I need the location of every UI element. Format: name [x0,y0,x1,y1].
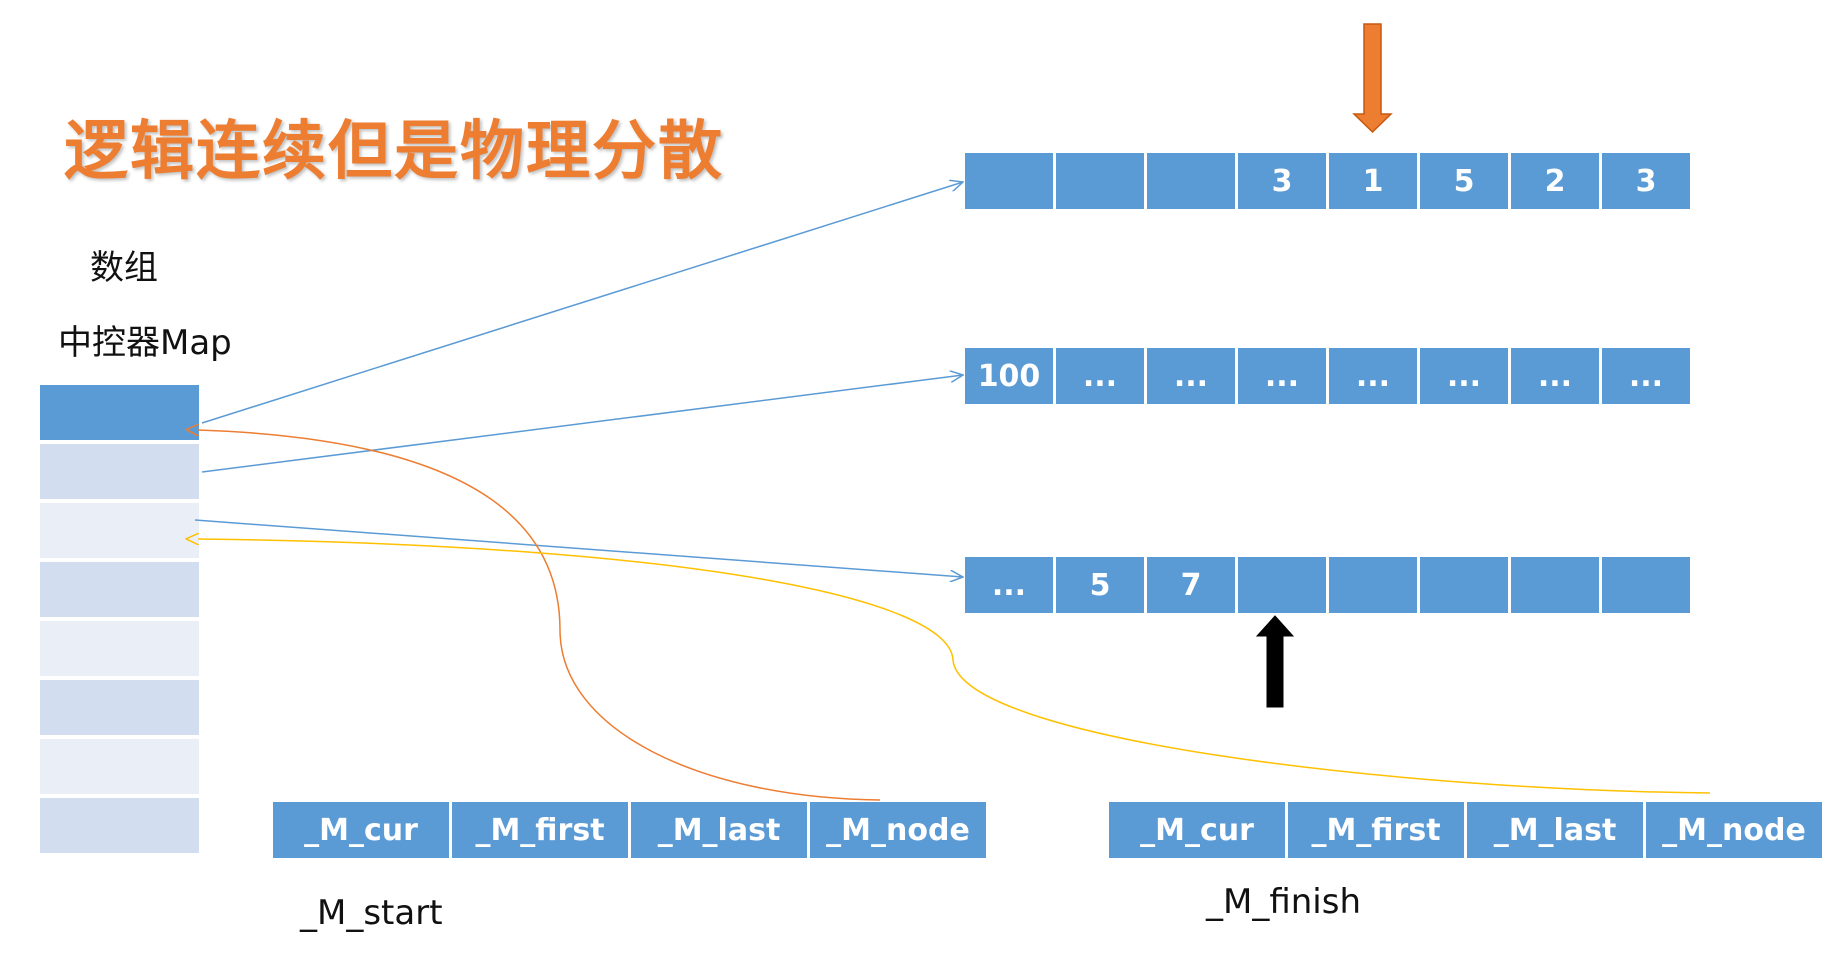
buffer-cell: 5 [1056,557,1144,613]
iterator-last: _M_last [1467,802,1643,858]
start-label: _M_start [300,893,443,933]
buffer-cell: ... [1329,348,1417,404]
buffer-cell: ... [1602,348,1690,404]
buffer-cell: 100 [965,348,1053,404]
buffer-cell: ... [1238,348,1326,404]
buffer-cell [1420,557,1508,613]
buffer-cell [1056,153,1144,209]
buffer-cell [1147,153,1235,209]
start-node-arrow [198,430,881,801]
buffer-cell: 1 [1329,153,1417,209]
buffer-cell: 3 [1238,153,1326,209]
orange-down-arrow [1352,23,1393,134]
map-cell [40,739,199,794]
black-up-arrow [1255,615,1295,708]
map-to-buffer-2-arrow [201,375,963,473]
finish-iterator: _M_cur _M_first _M_last _M_node [1109,802,1822,858]
page-title: 逻辑连续但是物理分散 [64,115,724,189]
buffer-row-2: 100 ... ... ... ... ... ... ... [965,348,1690,404]
buffer-cell: 5 [1420,153,1508,209]
iterator-node: _M_node [810,802,986,858]
buffer-row-1: 3 1 5 2 3 [965,153,1690,209]
buffer-cell: ... [965,557,1053,613]
buffer-cell [1238,557,1326,613]
buffer-cell: ... [1420,348,1508,404]
iterator-cur: _M_cur [1109,802,1285,858]
buffer-cell: ... [1056,348,1144,404]
buffer-cell [1329,557,1417,613]
finish-label: _M_finish [1206,882,1362,922]
map-cell [40,503,199,558]
iterator-first: _M_first [452,802,628,858]
map-cell [40,385,199,440]
map-to-buffer-3-arrow [194,519,963,577]
map-cell [40,621,199,676]
map-cell [40,798,199,853]
buffer-cell: 2 [1511,153,1599,209]
buffer-row-3: ... 5 7 [965,557,1690,613]
buffer-cell [965,153,1053,209]
buffer-cell [1602,557,1690,613]
map-label: 中控器Map [58,323,232,363]
map-cell [40,562,199,617]
iterator-last: _M_last [631,802,807,858]
buffer-cell [1511,557,1599,613]
map-cell [40,680,199,735]
start-iterator: _M_cur _M_first _M_last _M_node [273,802,986,858]
map-array [40,385,199,857]
map-cell [40,444,199,499]
array-label: 数组 [90,248,158,288]
iterator-node: _M_node [1646,802,1822,858]
buffer-cell: 7 [1147,557,1235,613]
iterator-cur: _M_cur [273,802,449,858]
map-to-buffer-1-arrow [201,182,963,424]
buffer-cell: ... [1147,348,1235,404]
iterator-first: _M_first [1288,802,1464,858]
buffer-cell: ... [1511,348,1599,404]
buffer-cell: 3 [1602,153,1690,209]
